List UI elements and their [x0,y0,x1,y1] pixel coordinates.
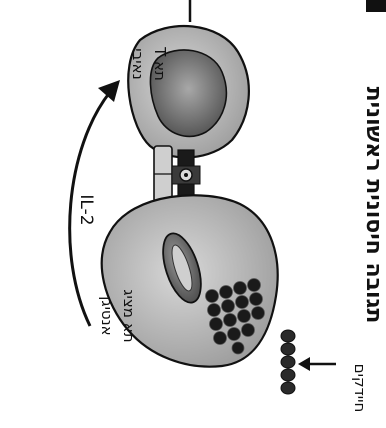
il2-arrowhead [98,80,120,102]
apc-label-line2: אנטיגן [96,262,118,370]
bacteria-label: חיידקים [348,348,372,428]
bacteria [281,330,295,394]
bacteria-arrowhead [298,357,310,371]
il2-label: IL-2 [74,180,98,240]
t-cell-label: תא T נאיבי [123,29,171,99]
diagram-canvas [0,0,386,404]
apc-label-line1: תא מציג [118,262,140,370]
t-cell-label-line2: נאיבי [127,29,149,99]
t-cell-label-line1: תא T [149,29,171,99]
apc-label: תא מציג אנטיגן [88,262,140,370]
diagram: תגובה חיסונית ראשונית תא T נאיבי תא מציג… [0,0,386,404]
page-title: תגובה חיסונית ראשונית [358,35,386,375]
corner-mark [366,0,386,12]
